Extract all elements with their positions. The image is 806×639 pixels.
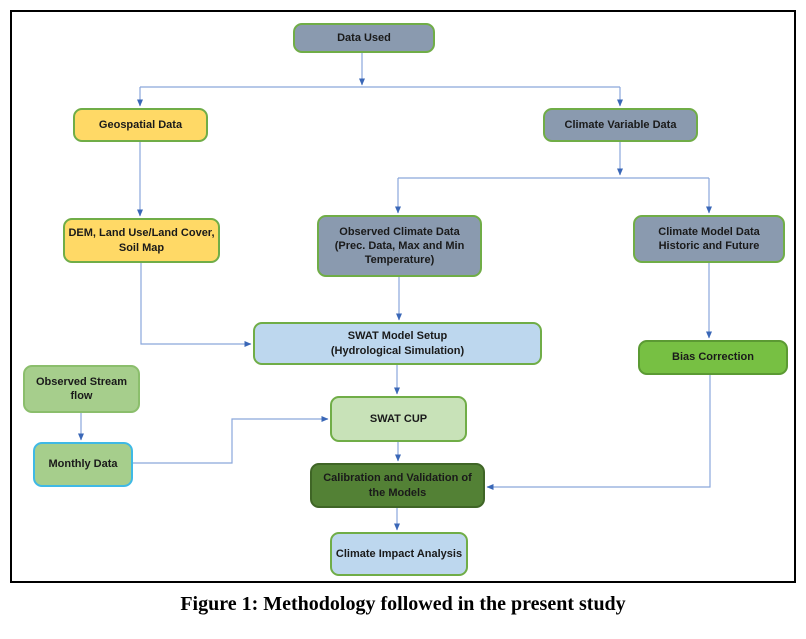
node-calibration-validation-label: Calibration and Validation of the Models: [323, 472, 472, 499]
figure-caption: Figure 1: Methodology followed in the pr…: [180, 593, 626, 615]
node-data-used: Data Used: [293, 23, 435, 53]
node-swat-model-setup-label: SWAT Model Setup (Hydrological Simulatio…: [330, 330, 465, 357]
node-observed-stream-flow-label: Observed Stream flow: [35, 375, 128, 402]
node-geospatial-data-label: Geospatial Data: [98, 118, 183, 131]
node-geospatial-data: Geospatial Data: [73, 108, 208, 142]
node-monthly-data-label: Monthly Data: [48, 458, 118, 471]
node-bias-correction-label: Bias Correction: [672, 351, 754, 364]
node-climate-model-data-label: Climate Model Data Historic and Future: [658, 225, 760, 252]
node-monthly-data: Monthly Data: [33, 442, 133, 487]
connectors: [78, 53, 712, 531]
node-climate-variable-data-label: Climate Variable Data: [564, 118, 677, 131]
node-data-used-label: Data Used: [337, 31, 391, 44]
node-observed-climate-data: Observed Climate Data (Prec. Data, Max a…: [317, 215, 482, 277]
node-climate-impact-analysis-label: Climate Impact Analysis: [335, 547, 463, 560]
node-climate-variable-data: Climate Variable Data: [543, 108, 698, 142]
node-observed-stream-flow: Observed Stream flow: [23, 365, 140, 413]
node-dem-landuse-soil: DEM, Land Use/Land Cover, Soil Map: [63, 218, 220, 263]
node-calibration-validation: Calibration and Validation of the Models: [310, 463, 485, 508]
node-swat-model-setup: SWAT Model Setup (Hydrological Simulatio…: [253, 322, 542, 365]
node-swat-cup: SWAT CUP: [330, 396, 467, 442]
node-bias-correction: Bias Correction: [638, 340, 788, 375]
node-climate-model-data: Climate Model Data Historic and Future: [633, 215, 785, 263]
node-observed-climate-data-label: Observed Climate Data (Prec. Data, Max a…: [334, 225, 465, 267]
node-swat-cup-label: SWAT CUP: [369, 412, 428, 425]
node-climate-impact-analysis: Climate Impact Analysis: [330, 532, 468, 576]
node-dem-landuse-soil-label: DEM, Land Use/Land Cover, Soil Map: [68, 227, 215, 254]
